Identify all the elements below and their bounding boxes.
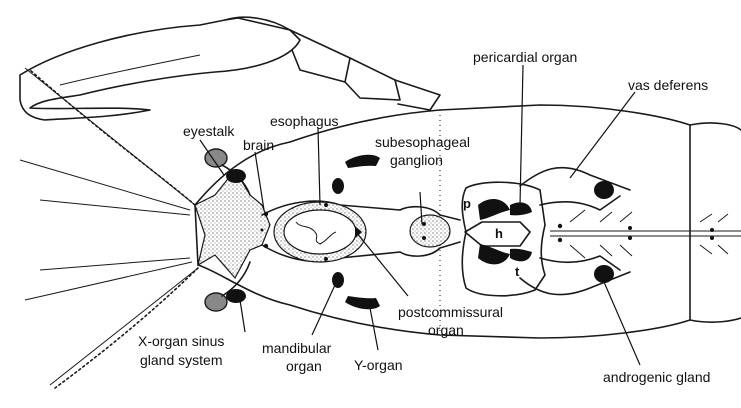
label-mandibular-organ: organ xyxy=(286,358,322,374)
y-organ-upper xyxy=(345,155,380,168)
y-organ-lower xyxy=(345,296,380,309)
mandibular-organ-upper xyxy=(332,178,344,194)
esophagus-ring xyxy=(262,201,400,262)
label-ganglion: ganglion xyxy=(390,152,443,168)
label-pericardial-p: p xyxy=(463,196,471,211)
label-postcommissural: postcommissural xyxy=(398,304,503,320)
mandibular-organ-lower xyxy=(332,272,344,288)
androgenic-gland-upper xyxy=(594,181,614,199)
label-x-organ-1: X-organ sinus xyxy=(138,333,224,349)
label-androgenic-gland: androgenic gland xyxy=(603,369,710,385)
label-mandibular: mandibular xyxy=(262,340,332,356)
label-testis-t: t xyxy=(515,264,520,279)
head-region xyxy=(195,170,270,278)
label-pericardial-organ: pericardial organ xyxy=(473,49,577,65)
label-subesophageal: subesophageal xyxy=(375,134,470,150)
label-x-organ-2: gland system xyxy=(140,352,222,368)
label-y-organ: Y-organ xyxy=(354,357,403,373)
endocrine-organs xyxy=(332,155,614,309)
label-brain: brain xyxy=(243,137,274,153)
androgenic-gland-lower xyxy=(594,265,614,283)
cheliped xyxy=(20,17,440,120)
label-heart-h: h xyxy=(495,226,503,241)
label-postcommissural-organ: organ xyxy=(428,322,464,338)
label-vas-deferens: vas deferens xyxy=(628,77,708,93)
label-eyestalk: eyestalk xyxy=(183,123,235,139)
label-esophagus: esophagus xyxy=(270,113,339,129)
